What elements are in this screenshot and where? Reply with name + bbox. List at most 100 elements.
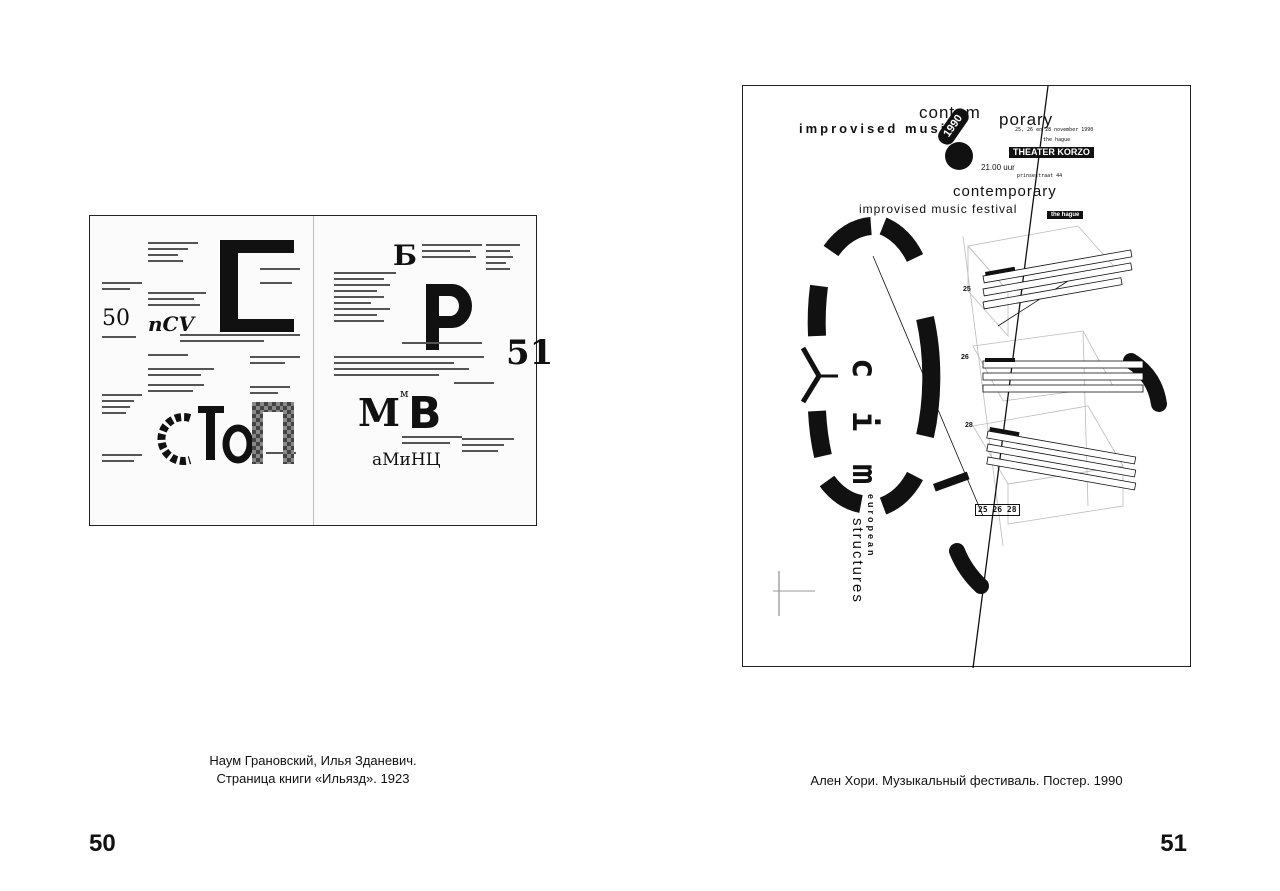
bracket-stem bbox=[220, 240, 238, 332]
glyph-fifty-one: 51 bbox=[506, 333, 554, 373]
poster-theater: THEATER KORZO bbox=[1009, 147, 1094, 158]
poster-dates: 25, 26 en 28 november 1990 bbox=[1015, 127, 1094, 133]
text-block bbox=[102, 454, 142, 466]
date-bar bbox=[986, 430, 1137, 465]
poster-day-25: 25 bbox=[963, 286, 971, 293]
date-bars bbox=[982, 249, 1144, 491]
poster-date-code: 25 26 28 bbox=[975, 504, 1020, 516]
arrow-chevron bbox=[800, 346, 822, 404]
glyph-o bbox=[222, 424, 254, 464]
poster-improvised-music: improvised music bbox=[799, 122, 958, 135]
glyph-v: В bbox=[408, 388, 442, 439]
caption-right: Ален Хори. Музыкальный фестиваль. Постер… bbox=[810, 773, 1123, 788]
black-dot bbox=[945, 142, 973, 170]
poster-porary: porary bbox=[999, 110, 1054, 129]
date-bar bbox=[982, 360, 1144, 369]
ellipse-arc-bottom-left bbox=[819, 475, 864, 513]
poster-the-hague: the hague bbox=[1047, 211, 1084, 219]
text-block bbox=[422, 244, 482, 262]
text-block bbox=[486, 244, 520, 274]
text-block bbox=[148, 368, 214, 380]
glyph-t-stem bbox=[206, 406, 215, 460]
date-bar bbox=[986, 456, 1137, 491]
date-bar bbox=[982, 372, 1144, 381]
date-bar-label bbox=[985, 358, 1015, 362]
cim-ellipse bbox=[807, 217, 941, 515]
glyph-p-left bbox=[252, 402, 263, 464]
caption-left-line-2: Страница книги «Ильязд». 1923 bbox=[216, 771, 410, 786]
stop-glyphs bbox=[157, 406, 254, 465]
text-block bbox=[148, 242, 198, 266]
ellipse-arc-right bbox=[916, 316, 941, 438]
right-page: contem porary improvised music 25, 26 en… bbox=[640, 0, 1280, 891]
poster-contemporary: contemporary bbox=[953, 183, 1057, 200]
text-block bbox=[334, 356, 484, 380]
caption-left-line-1: Наум Грановский, Илья Зданевич. bbox=[209, 753, 417, 768]
text-block bbox=[180, 334, 300, 346]
text-block bbox=[462, 438, 514, 456]
poster-cim: c i m bbox=[844, 358, 884, 491]
ellipse-arc-bottom-right bbox=[879, 471, 923, 515]
date-bar bbox=[982, 262, 1133, 297]
date-bar-labels bbox=[932, 266, 1020, 492]
glyph-p-top bbox=[252, 402, 294, 412]
poster-structures: structures bbox=[849, 518, 866, 604]
caption-left: Наум Грановский, Илья Зданевич. Страница… bbox=[89, 752, 537, 788]
poster-the-hague-small: the hague bbox=[1043, 137, 1071, 143]
poster-improvised-festival: improvised music festival bbox=[859, 202, 1018, 216]
ellipse-arc-top-left bbox=[823, 217, 873, 257]
music-festival-poster-image: contem porary improvised music 25, 26 en… bbox=[742, 85, 1191, 669]
poster-time: 21.00 uur bbox=[981, 163, 1015, 172]
poster-european: european bbox=[866, 494, 876, 559]
text-block bbox=[102, 394, 142, 418]
glyph-p-right bbox=[283, 402, 294, 464]
poster-graphics bbox=[773, 85, 1167, 669]
glyph-superscript: м bbox=[400, 387, 409, 400]
page-number-right: 51 bbox=[1160, 830, 1187, 857]
poster-day-26: 26 bbox=[961, 354, 969, 361]
text-block bbox=[148, 292, 206, 310]
poster-improvised-music-text: improvised music bbox=[799, 121, 958, 136]
black-tag bbox=[932, 471, 970, 492]
glyph-p-bowl bbox=[426, 284, 472, 328]
ilyazd-book-spread-image: 50 nCV Б bbox=[89, 215, 553, 526]
text-block bbox=[102, 336, 136, 342]
date-bar-label bbox=[985, 266, 1016, 276]
text-block bbox=[454, 382, 494, 388]
date-bar bbox=[982, 249, 1133, 284]
left-page: 50 nCV Б bbox=[89, 215, 553, 857]
text-block bbox=[260, 282, 292, 288]
text-block bbox=[148, 384, 204, 396]
bracket-top-bar bbox=[220, 240, 294, 253]
black-stroke-bottom bbox=[949, 543, 989, 594]
ellipse-arc-left bbox=[807, 284, 828, 337]
book-fold bbox=[313, 216, 314, 525]
text-block bbox=[250, 386, 290, 398]
glyph-fifty: 50 bbox=[102, 306, 130, 331]
page-number-left: 50 bbox=[89, 830, 116, 857]
glyph-s bbox=[157, 413, 192, 465]
text-block bbox=[148, 354, 188, 360]
glyph-p-bowl-shape bbox=[426, 284, 472, 328]
bracket-bottom-bar bbox=[220, 319, 294, 332]
text-block bbox=[260, 268, 300, 274]
glyph-b: Б bbox=[393, 239, 417, 272]
glyph-mhn: аМиНЦ bbox=[372, 450, 441, 470]
text-block bbox=[402, 342, 482, 348]
poster-day-28: 28 bbox=[965, 422, 973, 429]
text-block bbox=[402, 436, 462, 448]
date-bar-label bbox=[989, 427, 1020, 437]
ellipse-arc-left-lower bbox=[808, 410, 832, 458]
poster-address: prinsestraat 44 bbox=[1017, 173, 1063, 179]
date-bar bbox=[982, 384, 1144, 393]
text-block bbox=[102, 282, 142, 294]
ellipse-arc-top-right bbox=[879, 217, 924, 263]
wire-box-3-side bbox=[1007, 465, 1124, 525]
glyph-m: М bbox=[358, 390, 401, 435]
text-block bbox=[334, 272, 396, 326]
glyph-ncv: nCV bbox=[148, 312, 194, 336]
text-block bbox=[250, 356, 300, 368]
text-block bbox=[266, 452, 296, 458]
date-bar bbox=[986, 443, 1137, 478]
diagonal-line-3 bbox=[997, 280, 1069, 327]
